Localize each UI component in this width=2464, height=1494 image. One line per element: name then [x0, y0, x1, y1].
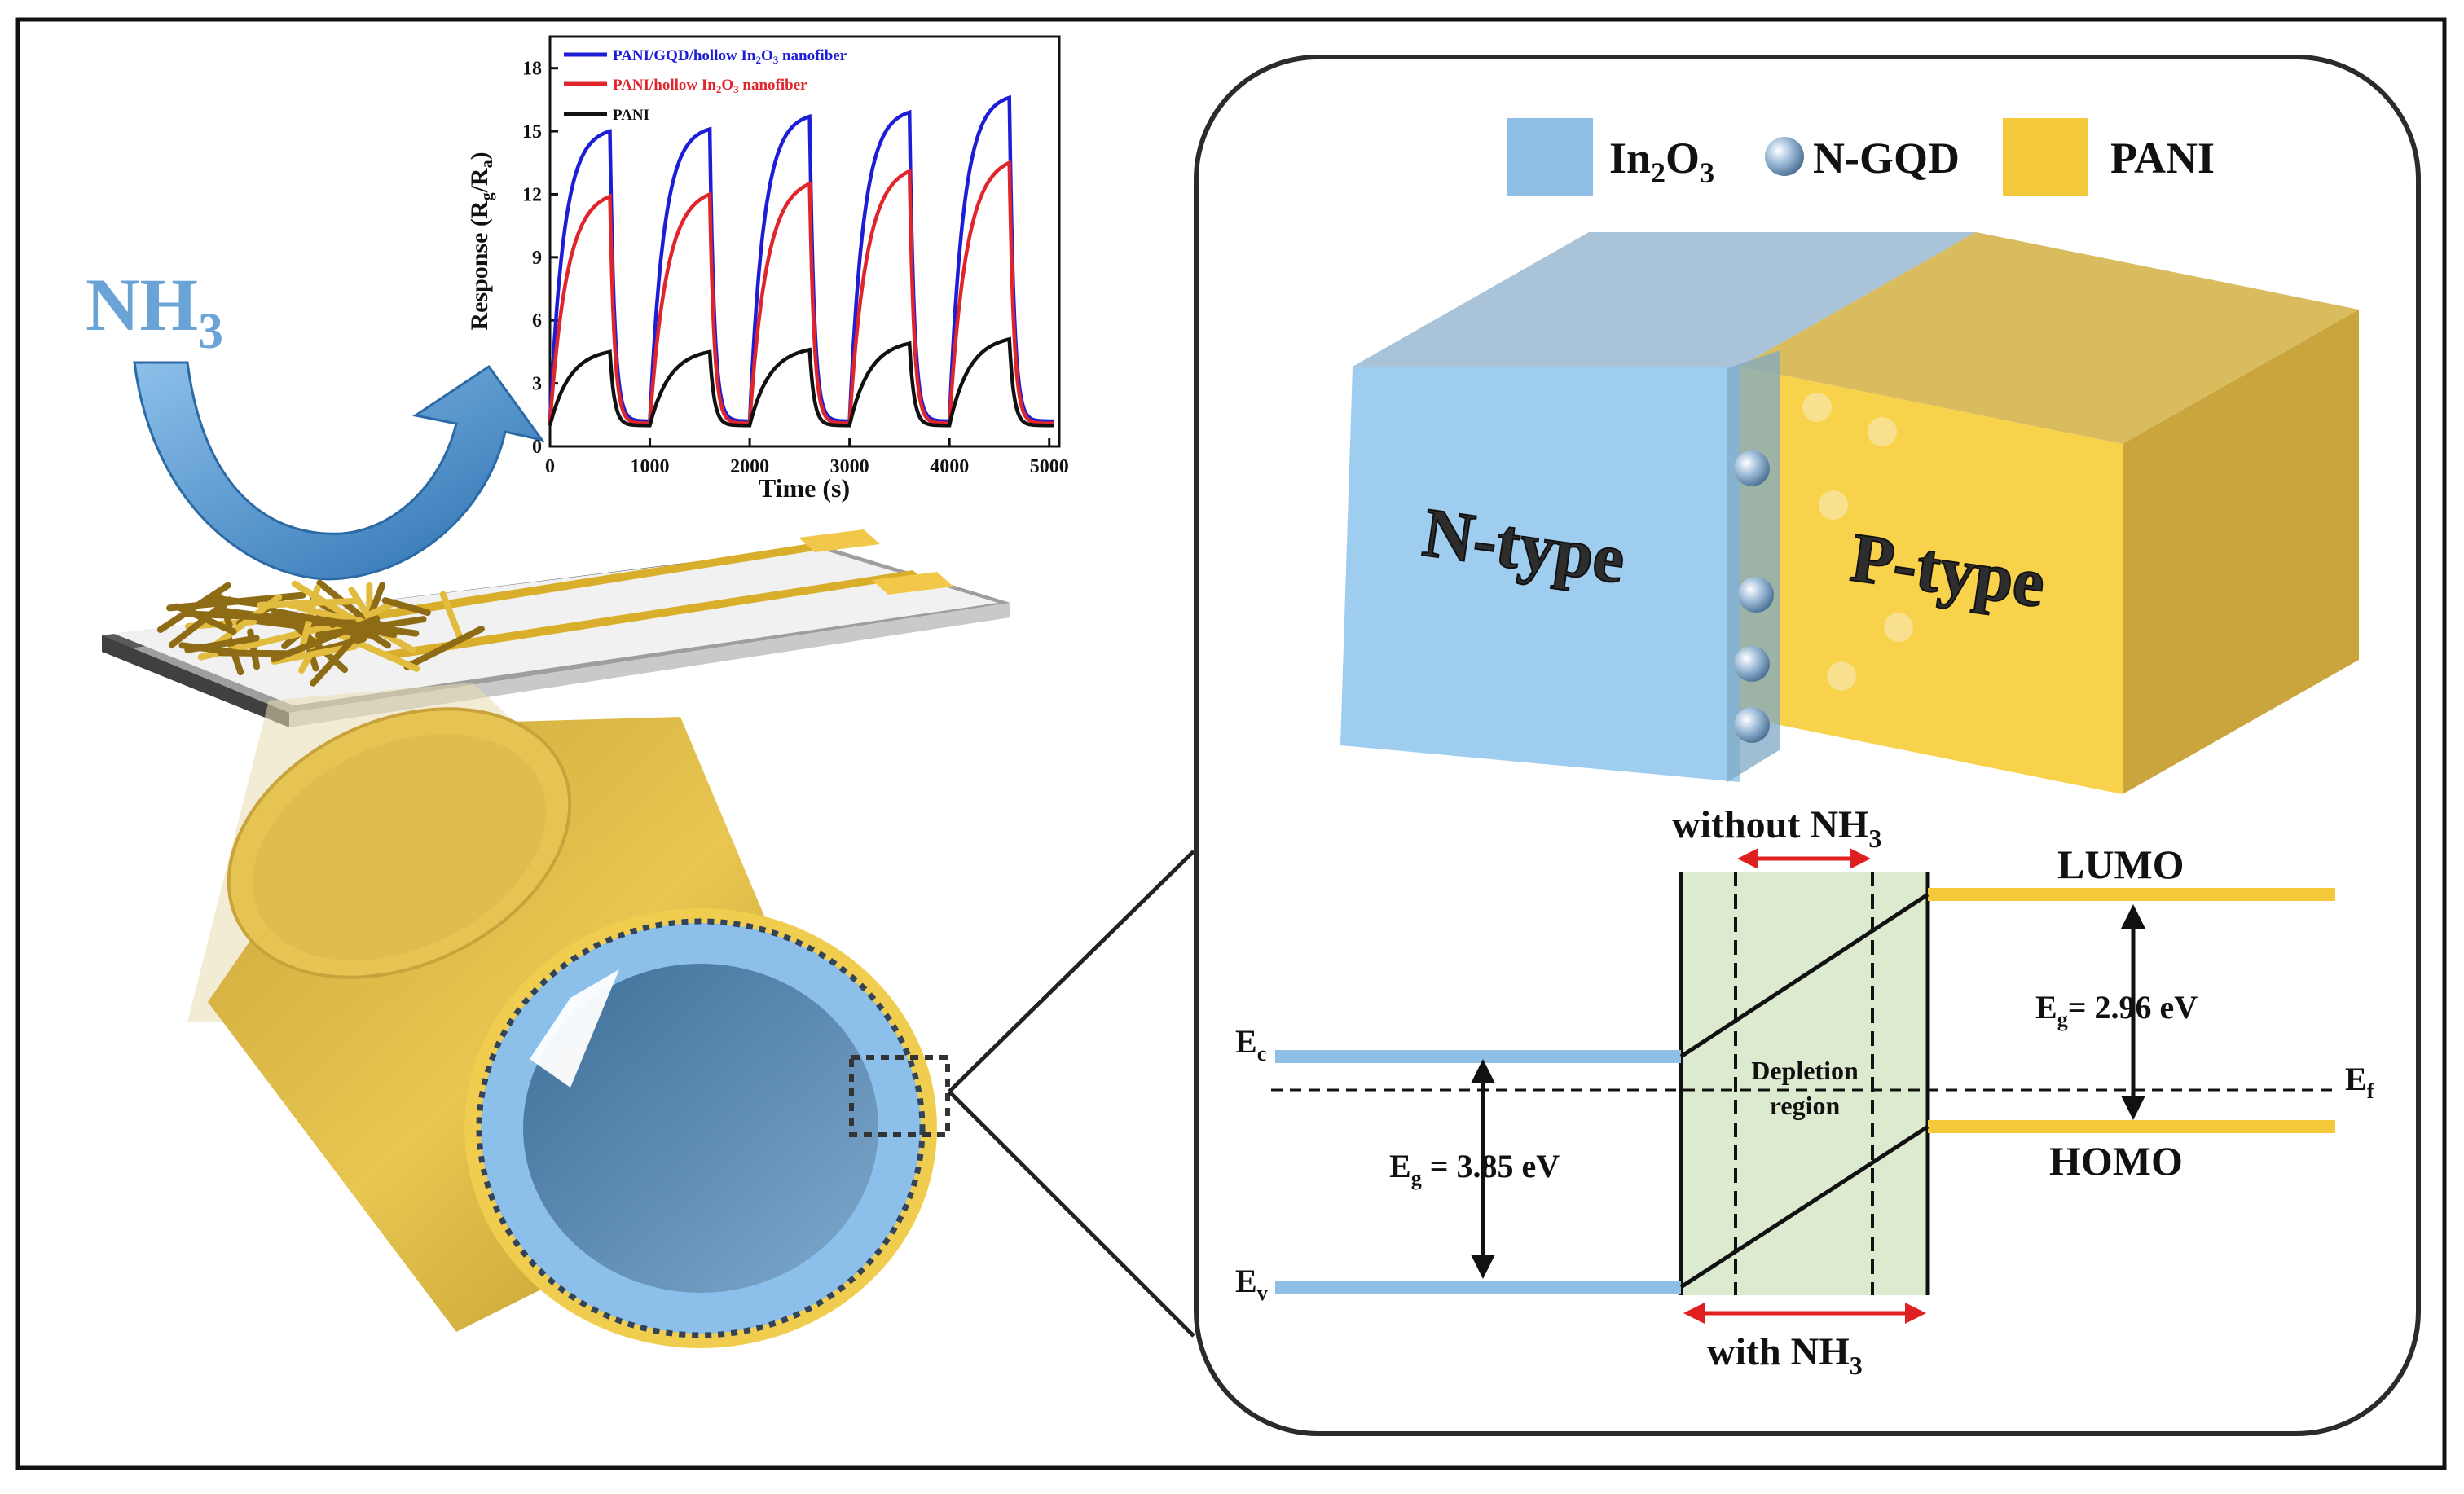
y-tick-label: 6 [532, 310, 542, 332]
x-tick-label: 4000 [930, 456, 969, 477]
without-nh3-label: without NH3 [1672, 803, 1881, 853]
y-tick-label: 0 [532, 437, 542, 458]
with-nh3-label: with NH3 [1707, 1330, 1863, 1380]
interface-bead-icon [1802, 393, 1832, 422]
legend-label-pani: PANI [613, 107, 649, 124]
nanofiber [260, 601, 359, 605]
pani-label: PANI [2110, 134, 2215, 182]
pani-swatch [2003, 118, 2088, 196]
depletion-label-line1: Depletion [1751, 1056, 1859, 1085]
homo-label: HOMO [2049, 1138, 2183, 1184]
interface-bead-icon [1738, 577, 1774, 613]
legend-label-gqd: PANI/GQD/hollow In2O3 nanofiber [613, 47, 847, 66]
y-tick-label: 3 [532, 374, 542, 395]
interface-bead-icon [1734, 646, 1770, 682]
interface-bead-icon [1819, 490, 1848, 520]
x-tick-label: 0 [545, 456, 555, 477]
depletion-label-line2: region [1770, 1091, 1841, 1120]
y-tick-label: 15 [522, 121, 542, 143]
y-tick-label: 12 [522, 184, 542, 205]
interface-bead-icon [1734, 707, 1770, 743]
chart-xlabel: Time (s) [759, 473, 850, 503]
chart-plot-frame [550, 37, 1059, 446]
legend-label-hollow: PANI/hollow In2O3 nanofiber [613, 77, 807, 95]
heterojunction-block: N-type P-type [1340, 232, 2359, 794]
x-tick-label: 5000 [1030, 456, 1069, 477]
in2o3-swatch [1507, 118, 1593, 196]
interface-bead-icon [1868, 417, 1897, 446]
ngqd-bead-icon [1765, 137, 1804, 176]
interface-bead-icon [1827, 661, 1856, 691]
ngqd-label: N-GQD [1813, 134, 1960, 182]
y-tick-label: 18 [522, 59, 542, 80]
chart-ylabel: Response (Rg/Ra) [466, 152, 496, 330]
x-tick-label: 1000 [631, 456, 670, 477]
y-tick-label: 9 [532, 248, 542, 269]
interface-bead-icon [1734, 450, 1770, 486]
interface-bead-icon [1884, 613, 1913, 642]
lumo-label: LUMO [2057, 841, 2185, 887]
